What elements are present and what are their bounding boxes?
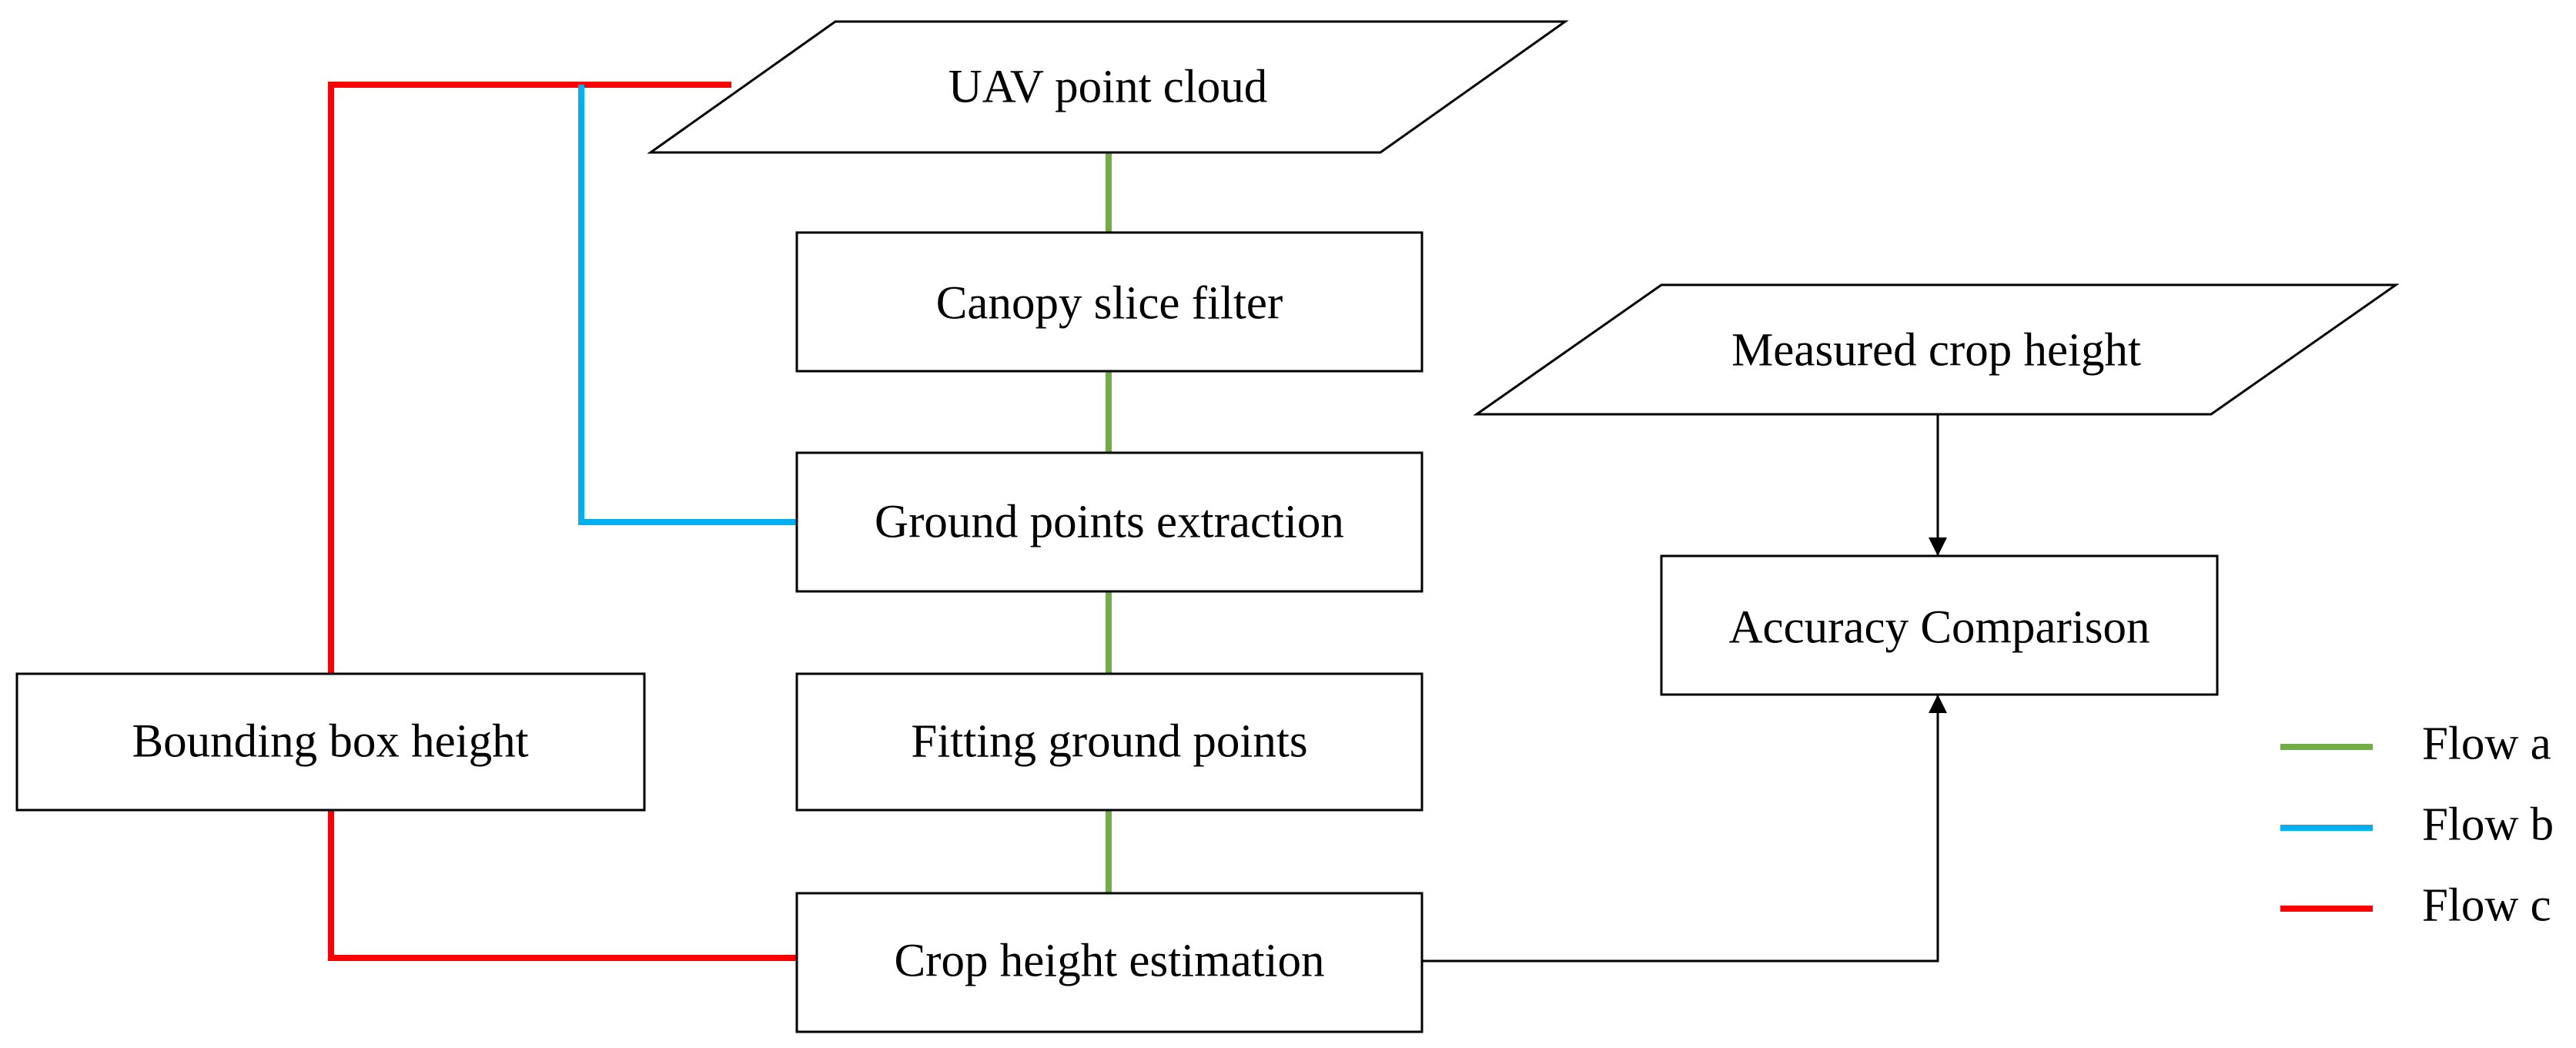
- crop-height-estimation-shape: [795, 892, 1423, 1033]
- fitting-ground-points-label: Fitting ground points: [911, 716, 1307, 768]
- legend-label-flow-c: Flow c: [2422, 880, 2551, 932]
- canopy-slice-filter-shape: [795, 231, 1423, 373]
- crop-height-estimation-node: Crop height estimation: [795, 892, 1423, 1033]
- legend-item-flow-c: Flow c: [2280, 880, 2551, 932]
- ground-points-extraction-shape: [795, 451, 1423, 593]
- legend: Flow a Flow b Flow c: [2280, 718, 2554, 932]
- legend-label-flow-b: Flow b: [2422, 799, 2554, 851]
- canopy-slice-filter-node: Canopy slice filter: [795, 231, 1423, 373]
- flow-c-connector-bottom: [328, 810, 797, 961]
- accuracy-comparison-shape: [1660, 554, 2219, 696]
- flow-b-connector: [578, 85, 797, 525]
- measured-crop-height-shape: [1473, 283, 2400, 416]
- canopy-slice-filter-label: Canopy slice filter: [936, 278, 1283, 330]
- accuracy-comparison-label: Accuracy Comparison: [1728, 602, 2149, 654]
- legend-item-flow-b: Flow b: [2280, 799, 2554, 851]
- ground-points-extraction-node: Ground points extraction: [795, 451, 1423, 593]
- crop-height-estimation-label: Crop height estimation: [894, 936, 1324, 987]
- bounding-box-height-shape: [15, 672, 646, 812]
- fitting-ground-points-node: Fitting ground points: [795, 672, 1423, 812]
- fitting-ground-points-shape: [795, 672, 1423, 812]
- legend-item-flow-a: Flow a: [2280, 718, 2551, 770]
- accuracy-comparison-node: Accuracy Comparison: [1660, 554, 2219, 696]
- uav-point-cloud-node: UAV point cloud: [647, 20, 1569, 154]
- uav-point-cloud-label: UAV point cloud: [948, 62, 1268, 113]
- uav-point-cloud-shape: [647, 20, 1569, 154]
- measured-crop-height-node: Measured crop height: [1473, 283, 2400, 416]
- measured-crop-height-label: Measured crop height: [1731, 325, 2141, 377]
- bounding-box-height-label: Bounding box height: [132, 716, 528, 768]
- bounding-box-height-node: Bounding box height: [15, 672, 646, 812]
- flow-c-connector-top: [328, 82, 731, 674]
- arrow-estimation-to-accuracy: [1422, 695, 1947, 963]
- legend-label-flow-a: Flow a: [2422, 718, 2551, 770]
- ground-points-extraction-label: Ground points extraction: [875, 497, 1344, 548]
